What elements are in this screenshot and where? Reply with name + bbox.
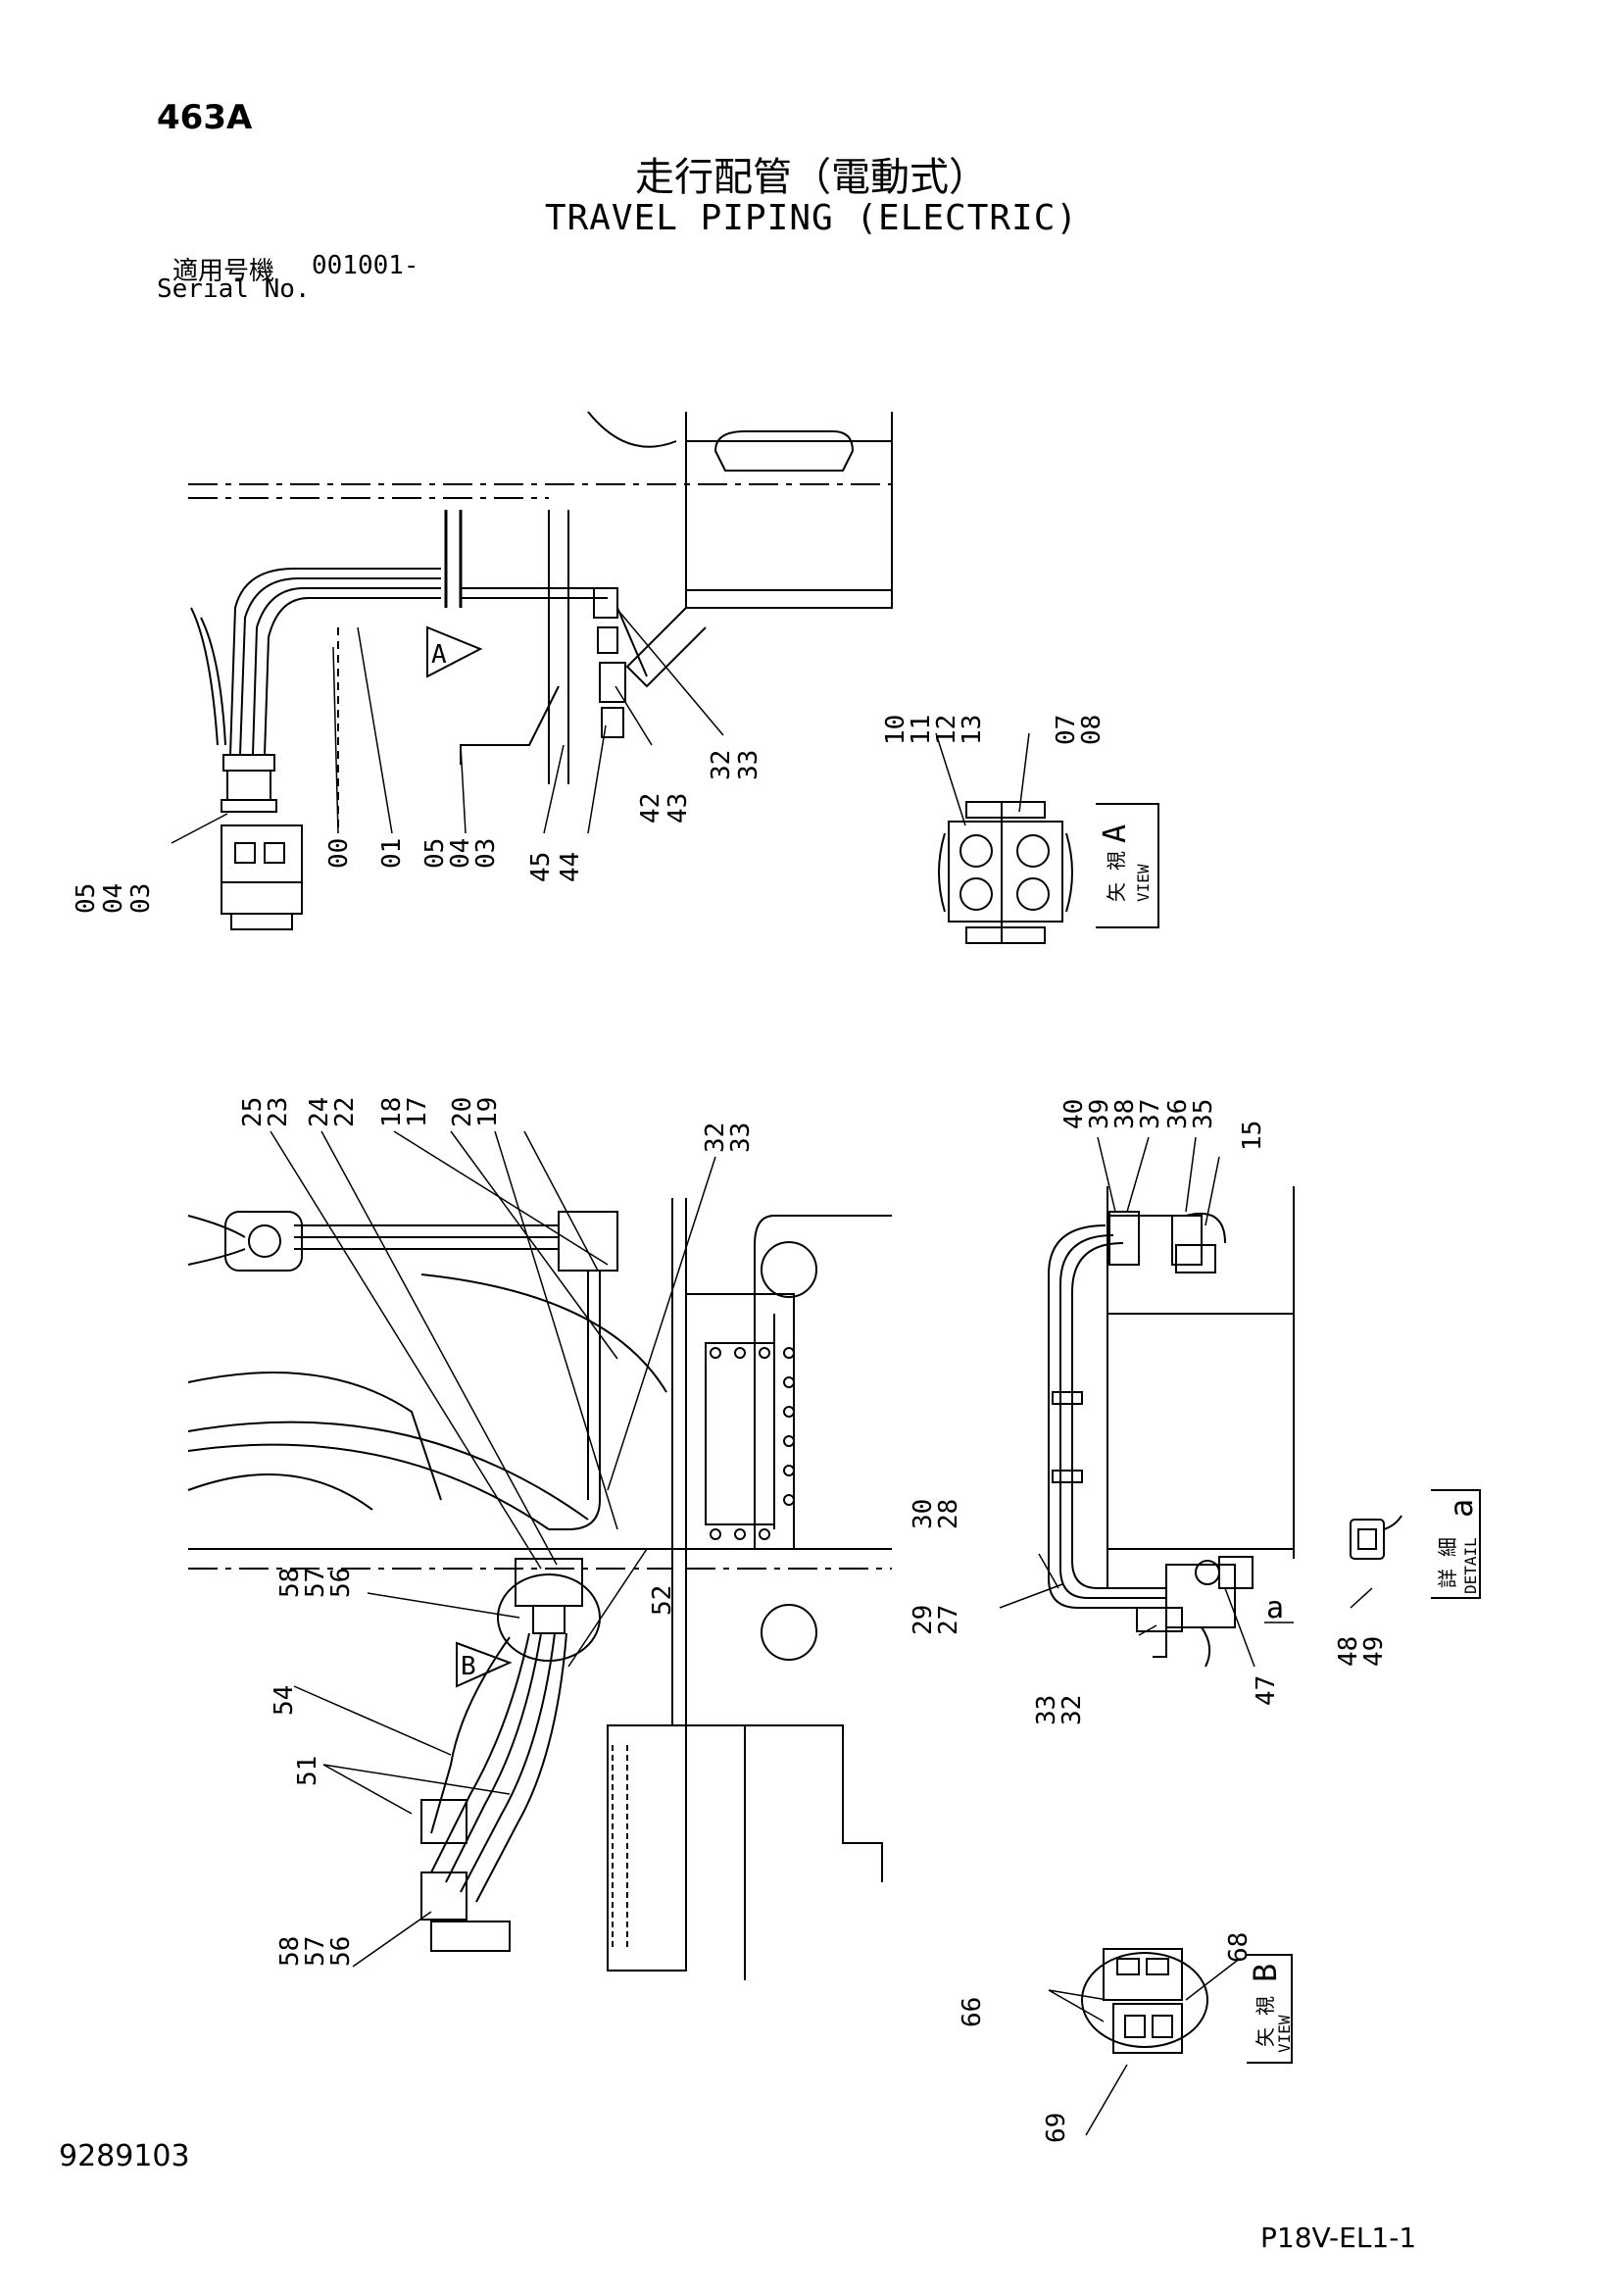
view-marker-a: A: [431, 640, 447, 670]
part-label: 19: [473, 1097, 503, 1127]
part-label: 32: [707, 750, 736, 780]
view-a-letter: A: [1096, 824, 1133, 843]
part-label: 04: [446, 838, 475, 869]
part-label: 00: [324, 838, 354, 869]
part-label: 33: [734, 750, 763, 780]
part-label: 10: [881, 715, 910, 745]
detail-a-letter: a: [1443, 1499, 1480, 1518]
part-label: 30: [909, 1499, 938, 1529]
part-label: 44: [556, 852, 585, 882]
part-label: 28: [934, 1499, 963, 1529]
lower-assembly: [187, 1198, 892, 1980]
part-label: 38: [1110, 1099, 1140, 1129]
view-a-detail: [935, 732, 1159, 944]
part-number-labels: 05 04 03 00 01 05 04 03 45 44 42 43 32 3…: [72, 715, 1389, 2143]
part-label: 49: [1359, 1636, 1389, 1667]
detail-a-jp: 詳 細: [1436, 1537, 1459, 1588]
part-label: 17: [403, 1097, 432, 1127]
title-japanese: 走行配管（電動式）: [635, 155, 988, 200]
part-label: 48: [1334, 1636, 1363, 1667]
part-label: 01: [377, 838, 407, 869]
part-label: 29: [909, 1605, 938, 1635]
part-label: 36: [1163, 1099, 1193, 1129]
part-label: 68: [1224, 1932, 1254, 1963]
part-label: 18: [377, 1097, 407, 1127]
part-label: 25: [238, 1097, 268, 1127]
part-label: 05: [72, 883, 101, 914]
right-leaders: [999, 1136, 1373, 1668]
detail-a-en: DETAIL: [1461, 1537, 1480, 1594]
part-label: 12: [932, 715, 961, 745]
part-label: 20: [448, 1097, 477, 1127]
detail-marker-a: a: [1266, 1591, 1284, 1625]
view-a-jp: 矢 視: [1105, 851, 1128, 902]
part-label: 07: [1052, 715, 1081, 745]
view-b-letter: B: [1247, 1964, 1284, 1982]
part-label: 69: [1042, 2113, 1071, 2143]
part-label: 47: [1252, 1675, 1281, 1706]
part-label: 32: [1057, 1695, 1087, 1725]
view-b-detail: [1048, 1948, 1293, 2136]
view-b-jp: 矢 視: [1254, 1996, 1277, 2047]
part-label: 58: [275, 1568, 305, 1598]
lower-leaders: [270, 1130, 716, 1968]
view-marker-b: B: [461, 1652, 476, 1681]
part-label: 22: [330, 1097, 360, 1127]
serial-label-english: Serial No.: [157, 275, 311, 304]
part-label: 23: [264, 1097, 293, 1127]
part-label: 40: [1059, 1099, 1089, 1129]
part-label: 32: [701, 1123, 730, 1153]
part-label: 56: [326, 1568, 356, 1598]
part-label: 03: [126, 883, 156, 914]
part-label: 33: [1032, 1695, 1061, 1725]
part-label: 57: [301, 1568, 330, 1598]
serial-value: 001001-: [312, 251, 419, 280]
part-label: 54: [270, 1685, 299, 1716]
part-label: 05: [420, 838, 450, 869]
part-label: 57: [301, 1936, 330, 1967]
part-label: 58: [275, 1936, 305, 1967]
view-a-en: VIEW: [1134, 864, 1153, 902]
part-label: 37: [1136, 1099, 1165, 1129]
part-label: 51: [293, 1756, 322, 1786]
part-label: 45: [526, 852, 556, 882]
title-english: TRAVEL PIPING (ELECTRIC): [544, 198, 1079, 238]
part-label: 24: [305, 1097, 334, 1127]
part-label: 33: [726, 1123, 756, 1153]
part-label: 39: [1085, 1099, 1114, 1129]
detail-a-box: [1350, 1489, 1481, 1599]
sheet-code: P18V-EL1-1: [1260, 2221, 1417, 2254]
part-label: 15: [1238, 1121, 1267, 1151]
part-label: 42: [636, 793, 665, 824]
upper-assembly: [188, 411, 893, 930]
part-label: 04: [99, 883, 128, 914]
part-label: 03: [471, 838, 501, 869]
serial-label-japanese: 適用号機: [172, 257, 275, 286]
part-label: 35: [1189, 1099, 1218, 1129]
part-label: 56: [326, 1936, 356, 1967]
page-number: 463A: [157, 98, 253, 137]
view-b-en: VIEW: [1275, 2015, 1294, 2053]
part-label: 66: [958, 1997, 987, 2027]
part-label: 43: [664, 793, 693, 824]
part-label: 27: [934, 1605, 963, 1635]
part-label: 52: [648, 1585, 677, 1616]
right-assembly: [1048, 1186, 1295, 1668]
part-label: 08: [1077, 715, 1107, 745]
part-label: 13: [958, 715, 987, 745]
upper-leaders: [171, 611, 724, 844]
drawing-number: 9289103: [59, 2139, 190, 2173]
part-label: 11: [907, 715, 936, 745]
